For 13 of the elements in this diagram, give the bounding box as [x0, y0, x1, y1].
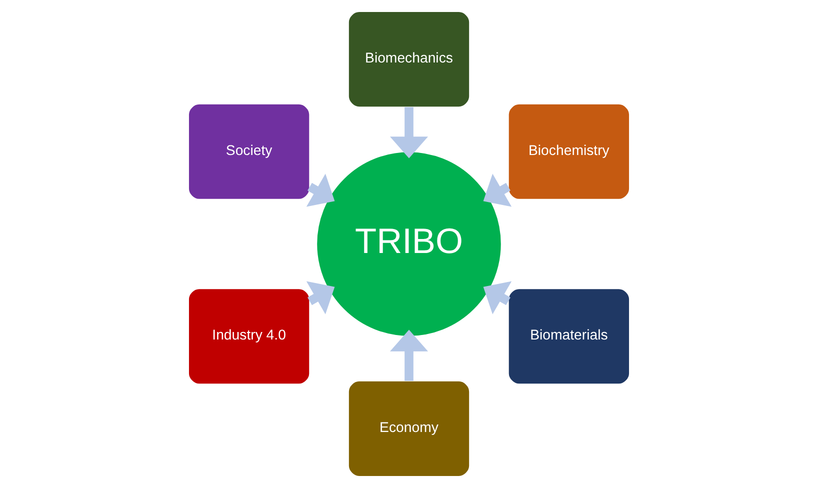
node-circle: TRIBO — [316, 151, 502, 337]
node-box: Industry 4.0 — [188, 288, 310, 384]
arrow — [483, 281, 512, 314]
arrow — [390, 107, 428, 158]
arrow — [306, 174, 335, 207]
node-box: Society — [188, 104, 310, 200]
node-box: Economy — [348, 380, 470, 477]
arrow — [306, 281, 335, 314]
arrow — [483, 174, 512, 207]
arrow — [390, 330, 428, 381]
node-box: Biochemistry — [508, 104, 630, 200]
node-box: Biomaterials — [508, 288, 630, 384]
node-box: Biomechanics — [348, 11, 470, 108]
